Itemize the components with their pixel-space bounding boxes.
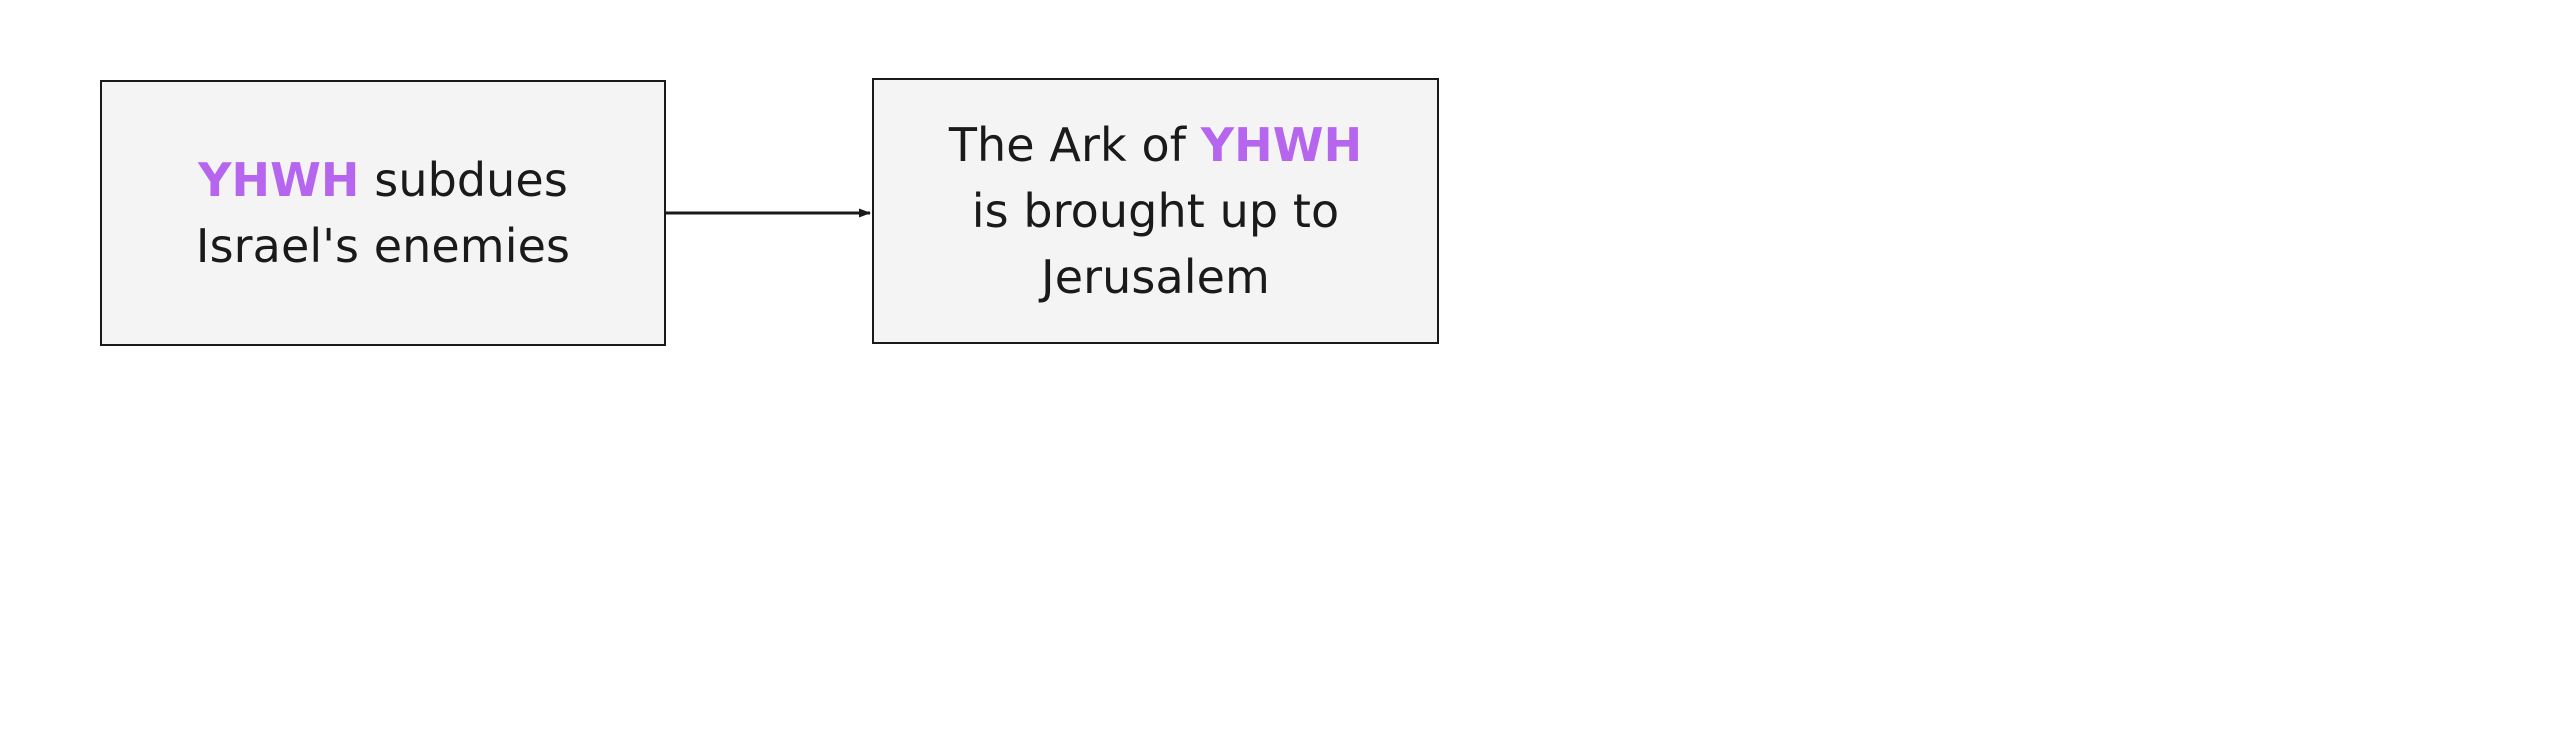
node-label-line: Israel's enemies (196, 213, 570, 279)
plain-text: Israel's enemies (195, 219, 571, 273)
plain-text: Jerusalem (1041, 250, 1270, 304)
node-label-line: YHWH subdues (198, 147, 568, 213)
node-yhwh-subdues-israels-enemies[interactable]: YHWH subdues Israel's enemies (100, 80, 666, 346)
node-label-line: is brought up to (972, 178, 1340, 244)
node-ark-of-yhwh-brought-to-jerusalem[interactable]: The Ark of YHWH is brought up to Jerusal… (872, 78, 1439, 344)
plain-text: The Ark of (948, 118, 1201, 172)
accent-text: YHWH (198, 153, 360, 207)
node-label-line: Jerusalem (1041, 244, 1270, 310)
accent-text: YHWH (1200, 118, 1363, 172)
plain-text: is brought up to (971, 184, 1340, 238)
node-label-line: The Ark of YHWH (949, 112, 1362, 178)
plain-text: subdues (359, 153, 568, 207)
